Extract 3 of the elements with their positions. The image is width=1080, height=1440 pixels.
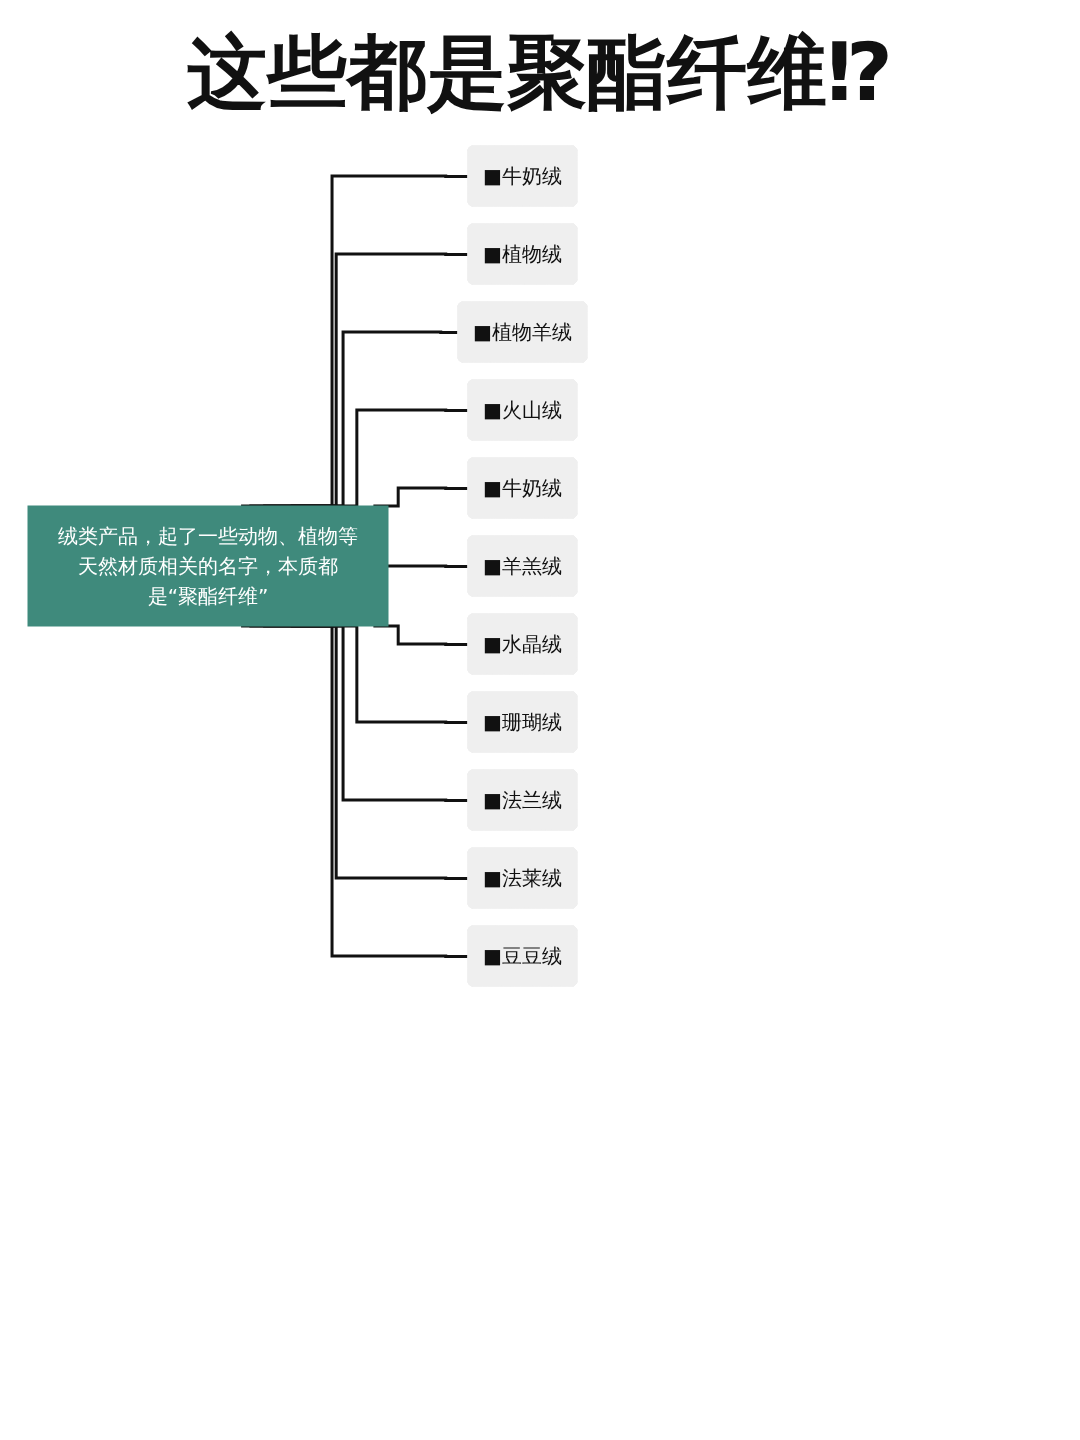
node-box: 绒类产品，起了一些动物、植物等天然材质相关的名字，本质都是“聚酯纤维” [27,505,389,627]
title: 这些都是聚酯纤维⁉ [185,25,895,121]
connector [388,564,469,568]
